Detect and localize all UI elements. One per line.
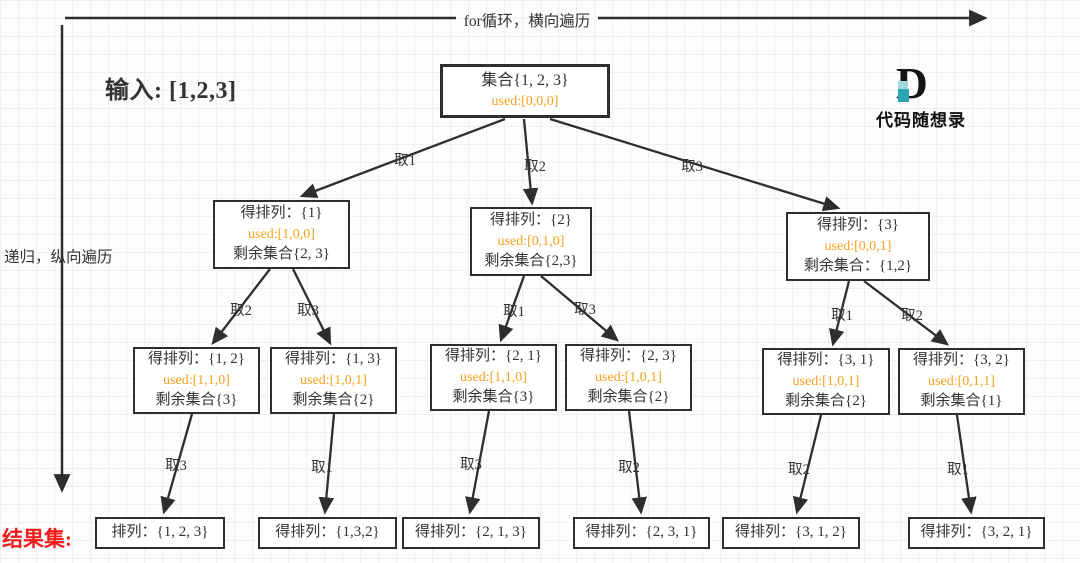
code-thoughts-logo: D 代码随想录 <box>876 62 965 131</box>
node-rest: 剩余集合{2} <box>587 389 670 406</box>
edge-label: 取1 <box>503 304 525 320</box>
leaf-label: 得排列：{3, 1, 2} <box>735 524 847 541</box>
node-take32: 得排列：{3, 2} used:[0,1,1] 剩余集合{1} <box>898 348 1025 415</box>
edge-label: 取1 <box>311 460 333 476</box>
node-rest: 剩余集合{2} <box>785 393 867 410</box>
node-used: used:[1,0,0] <box>248 226 315 242</box>
edge-label: 取2 <box>618 460 640 476</box>
node-rest: 剩余集合{1} <box>920 393 1003 410</box>
edge-label-take2: 取2 <box>524 159 546 175</box>
node-rest: 剩余集合{2,3} <box>484 253 578 270</box>
node-rest: 剩余集合：{1,2} <box>803 258 913 275</box>
leaf-label: 得排列：{1,3,2} <box>275 524 380 541</box>
node-perm: 得排列：{2, 3} <box>580 348 677 365</box>
input-label: 输入: [1,2,3] <box>105 78 237 104</box>
leaf-label: 排列：{1, 2, 3} <box>111 524 209 541</box>
edge-label: 取2 <box>230 303 252 319</box>
node-used: used:[0,0,1] <box>824 238 892 254</box>
edge-label-take3: 取3 <box>681 159 703 175</box>
node-rest: 剩余集合{2, 3} <box>233 246 330 263</box>
leaf-label: 得排列：{2, 1, 3} <box>415 524 527 541</box>
edge-label: 取3 <box>297 303 319 319</box>
node-take12: 得排列：{1, 2} used:[1,1,0] 剩余集合{3} <box>133 347 260 414</box>
edge-label: 取1 <box>831 308 853 324</box>
recursion-axis-label: 递归，纵向遍历 <box>4 249 113 266</box>
result-set-label: 结果集: <box>2 527 72 551</box>
leaf-132: 得排列：{1,3,2} <box>258 517 397 549</box>
node-perm: 得排列：{2} <box>490 212 572 229</box>
node-perm: 得排列：{3} <box>817 217 899 234</box>
node-used: used:[1,1,0] <box>163 372 230 388</box>
node-used: used:[1,0,1] <box>300 372 367 388</box>
node-perm: 得排列：{1, 2} <box>148 351 245 368</box>
node-take31: 得排列：{3, 1} used:[1,0,1] 剩余集合{2} <box>762 348 890 415</box>
node-take13: 得排列：{1, 3} used:[1,0,1] 剩余集合{2} <box>270 347 397 414</box>
node-perm: 得排列：{1} <box>240 205 323 222</box>
node-take3: 得排列：{3} used:[0,0,1] 剩余集合：{1,2} <box>786 212 930 281</box>
node-used: used:[0,0,0] <box>491 94 559 110</box>
logo-teal-accent <box>898 89 909 102</box>
edge-label: 取3 <box>460 457 482 473</box>
leaf-label: 得排列：{2, 3, 1} <box>585 524 698 541</box>
for-loop-axis-label: for循环，横向遍历 <box>463 13 591 30</box>
leaf-321: 得排列：{3, 2, 1} <box>908 517 1045 549</box>
edge-label: 取2 <box>788 462 810 478</box>
leaf-123: 排列：{1, 2, 3} <box>95 517 225 549</box>
edge-label: 取3 <box>574 302 596 318</box>
node-used: used:[1,0,1] <box>792 373 860 389</box>
node-used: used:[0,1,0] <box>497 233 565 249</box>
node-used: used:[1,0,1] <box>595 369 662 385</box>
leaf-231: 得排列：{2, 3, 1} <box>573 517 710 549</box>
edge-label-take1: 取1 <box>394 153 416 169</box>
node-rest: 剩余集合{2} <box>292 392 375 409</box>
node-used: used:[0,1,1] <box>928 373 995 389</box>
logo-teal-accent-light <box>898 81 907 89</box>
node-take2: 得排列：{2} used:[0,1,0] 剩余集合{2,3} <box>470 207 592 276</box>
node-take23: 得排列：{2, 3} used:[1,0,1] 剩余集合{2} <box>565 344 692 411</box>
node-perm: 得排列：{3, 2} <box>913 352 1010 369</box>
edge-label: 取2 <box>901 308 923 324</box>
edge-label: 取1 <box>947 462 969 478</box>
node-perm: 得排列：{2, 1} <box>445 348 542 365</box>
node-used: used:[1,1,0] <box>460 369 527 385</box>
node-title: 集合{1, 2, 3} <box>481 71 569 89</box>
node-take1: 得排列：{1} used:[1,0,0] 剩余集合{2, 3} <box>213 200 350 269</box>
node-perm: 得排列：{1, 3} <box>285 351 382 368</box>
edge-label: 取3 <box>165 458 187 474</box>
node-rest: 剩余集合{3} <box>452 389 535 406</box>
node-take21: 得排列：{2, 1} used:[1,1,0] 剩余集合{3} <box>430 344 557 411</box>
node-rest: 剩余集合{3} <box>155 392 238 409</box>
leaf-label: 得排列：{3, 2, 1} <box>920 524 1033 541</box>
leaf-312: 得排列：{3, 1, 2} <box>722 517 860 549</box>
node-root: 集合{1, 2, 3} used:[0,0,0] <box>440 64 610 118</box>
leaf-213: 得排列：{2, 1, 3} <box>402 517 540 549</box>
logo-text: 代码随想录 <box>876 111 966 130</box>
node-perm: 得排列：{3, 1} <box>777 352 875 369</box>
